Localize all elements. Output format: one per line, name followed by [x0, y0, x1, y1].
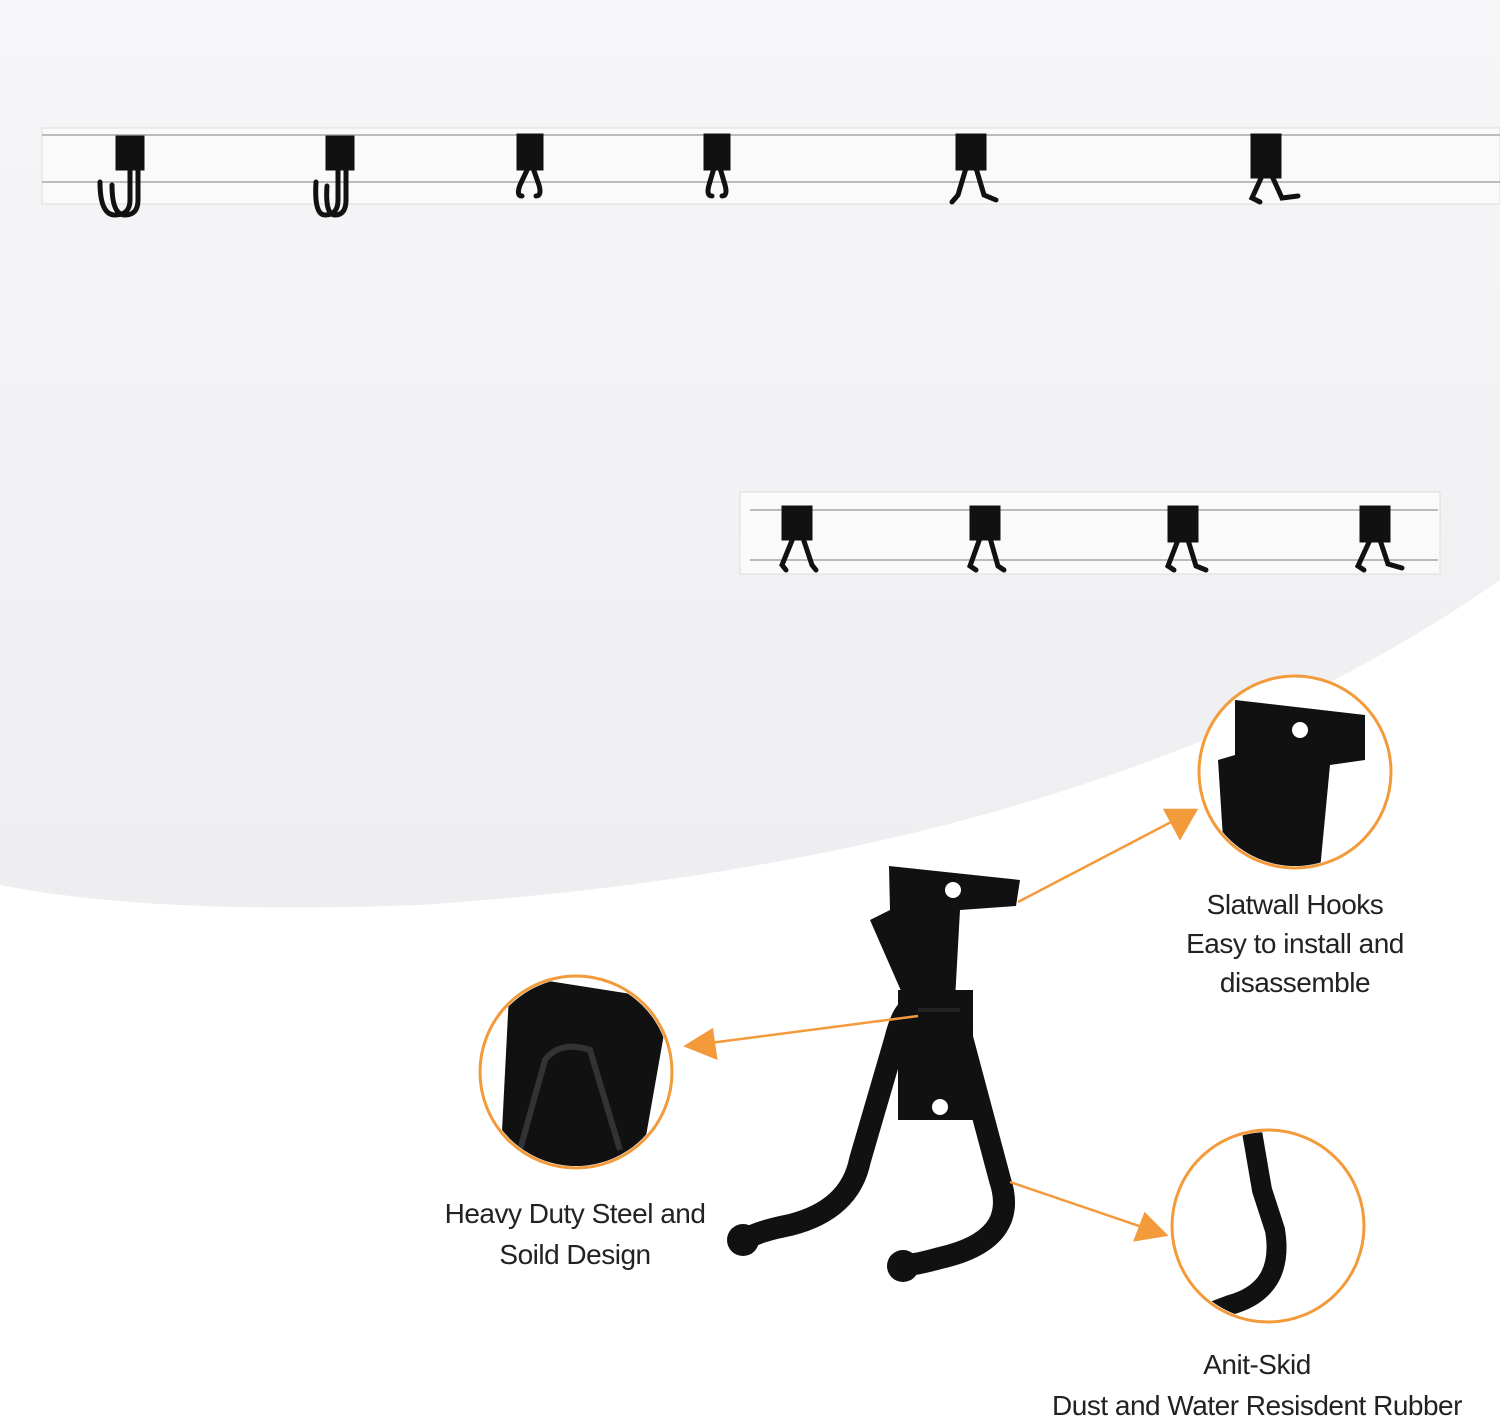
callout-slatwall-hooks: Slatwall Hooks Easy to install and disas… — [1140, 885, 1450, 1002]
long-slatwall-rail — [41, 127, 1500, 218]
rail-hook — [1248, 133, 1301, 205]
rail-hook — [97, 135, 145, 218]
rail-hook — [703, 133, 731, 199]
steel-bend-detail-circle — [478, 974, 674, 1170]
callout-arrows — [683, 808, 1199, 1242]
callout-title: Heavy Duty Steel and — [444, 1198, 706, 1229]
callout-text: Easy to install and — [1186, 928, 1404, 959]
rubber-tip-detail-circle — [1170, 1128, 1366, 1324]
backdrop — [0, 0, 1500, 908]
mounting-plate-detail-circle — [1197, 674, 1393, 870]
rail-hook — [949, 133, 999, 205]
callout-text: disassemble — [1219, 967, 1371, 998]
callout-text: Dust and Water Resisdent Rubber — [1052, 1390, 1462, 1419]
rail-hook — [779, 505, 819, 573]
rail-hook — [313, 135, 355, 218]
rail-hook — [1354, 505, 1405, 573]
callout-anti-skid: Anit-Skid Dust and Water Resisdent Rubbe… — [1030, 1344, 1484, 1419]
callout-heavy-duty: Heavy Duty Steel and Soild Design — [420, 1193, 730, 1275]
short-slatwall-rail — [739, 491, 1441, 575]
callout-title: Anit-Skid — [1203, 1349, 1311, 1380]
callout-text: Soild Design — [499, 1239, 651, 1270]
large-slatwall-hook — [727, 866, 1020, 1282]
rail-hook — [515, 133, 544, 199]
callout-title: Slatwall Hooks — [1206, 889, 1384, 920]
rail-hook — [966, 505, 1007, 573]
rail-hook — [1164, 505, 1209, 573]
